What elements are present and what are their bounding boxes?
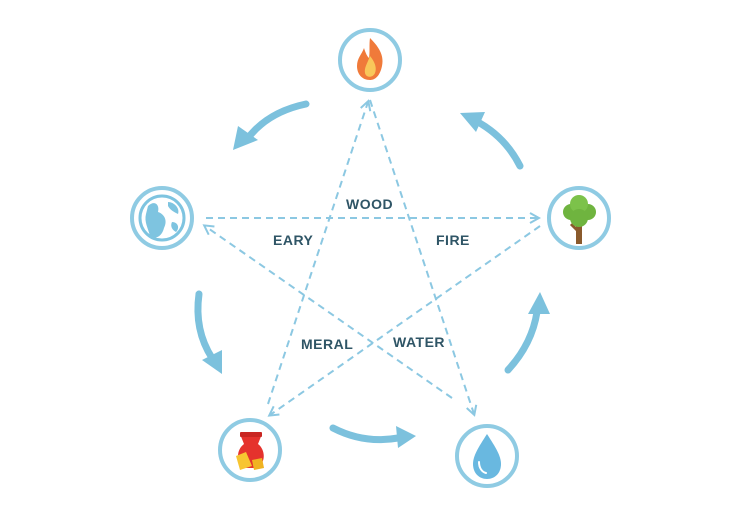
cycle-arrow-metal-to-water <box>329 424 416 448</box>
label-eary: EARY <box>273 232 314 248</box>
cycle-arrow-water-to-wood <box>504 292 550 374</box>
label-meral: MERAL <box>301 336 353 352</box>
cycle-arrow-earth-to-metal <box>194 290 222 374</box>
tree-icon <box>563 195 596 244</box>
label-fire: FIRE <box>436 232 470 248</box>
water-drop-icon <box>473 434 501 479</box>
fire-icon <box>357 38 383 80</box>
node-top <box>338 28 402 92</box>
label-water: WATER <box>393 334 445 350</box>
node-bottom-right <box>455 424 519 488</box>
node-bottom-left <box>218 418 282 482</box>
metal-pouch-icon <box>236 432 264 470</box>
star-line-wood-to-metal <box>270 225 541 415</box>
label-wood: WOOD <box>346 196 393 212</box>
node-right <box>547 186 611 250</box>
star-connections <box>205 100 540 415</box>
cycle-arrow-fire-to-earth <box>233 100 310 150</box>
star-line-water-to-earth <box>205 226 453 399</box>
cycle-arrow-wood-to-fire <box>460 112 524 170</box>
star-line-metal-to-fire <box>267 102 368 405</box>
node-left <box>130 186 194 250</box>
star-line-fire-to-water <box>369 99 474 414</box>
earth-globe-icon <box>138 194 186 242</box>
cycle-arrows <box>194 100 550 448</box>
